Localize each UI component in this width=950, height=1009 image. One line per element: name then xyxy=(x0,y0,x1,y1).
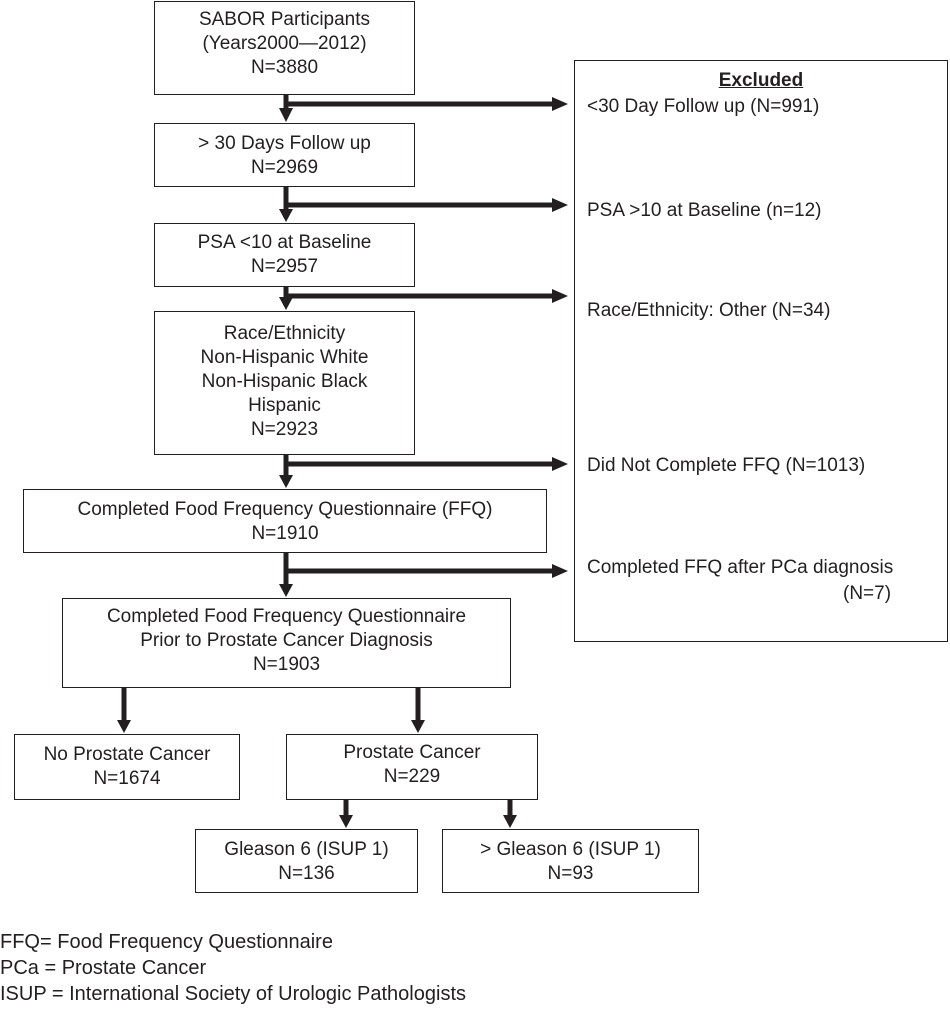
legend-ffq: FFQ= Food Frequency Questionnaire xyxy=(0,931,333,953)
box-psa: PSA <10 at Baseline N=2957 xyxy=(154,223,415,287)
excluded-item-psa: PSA >10 at Baseline (n=12) xyxy=(587,200,822,221)
box-ffq-prior-line-2: Prior to Prostate Cancer Diagnosis xyxy=(140,630,433,651)
arrowhead-right-5 xyxy=(552,564,568,578)
box-race-line-4: Hispanic xyxy=(248,395,321,416)
box-no-cancer-line-1: No Prostate Cancer xyxy=(43,744,211,765)
box-gleason-gt6-line-1: > Gleason 6 (ISUP 1) xyxy=(480,839,661,860)
box-sabor: SABOR Participants (Years2000—2012) N=38… xyxy=(154,1,415,95)
box-gleason-gt6-line-2: N=93 xyxy=(547,863,594,884)
box-race-line-3: Non-Hispanic Black xyxy=(201,371,368,392)
legend-pca: PCa = Prostate Cancer xyxy=(0,957,207,979)
box-race-line-1: Race/Ethnicity xyxy=(223,323,346,344)
arrowhead-down-psa xyxy=(279,209,293,222)
box-ffq-line-1: Completed Food Frequency Questionnaire (… xyxy=(77,499,493,520)
box-race-line-5: N=2923 xyxy=(250,419,319,440)
excluded-item-ffq: Did Not Complete FFQ (N=1013) xyxy=(587,455,866,476)
box-ffq-prior: Completed Food Frequency Questionnaire P… xyxy=(62,598,511,688)
box-cancer-line-2: N=229 xyxy=(383,766,441,787)
arrowhead-down-cancer xyxy=(411,720,425,733)
excluded-panel: Excluded xyxy=(574,60,948,642)
box-cancer: Prostate Cancer N=229 xyxy=(286,734,538,800)
arrowhead-down-gleason-gt6 xyxy=(503,815,517,828)
box-followup: > 30 Days Follow up N=2969 xyxy=(154,123,415,187)
box-psa-line-2: N=2957 xyxy=(250,256,319,277)
arrowhead-right-2 xyxy=(552,198,568,212)
excluded-title: Excluded xyxy=(718,70,804,91)
box-gleason-6: Gleason 6 (ISUP 1) N=136 xyxy=(195,829,418,893)
excluded-item-ffq-after: Completed FFQ after PCa diagnosis xyxy=(587,557,894,578)
box-followup-line-1: > 30 Days Follow up xyxy=(198,133,371,154)
box-ffq-prior-line-1: Completed Food Frequency Questionnaire xyxy=(106,606,467,627)
excluded-item-race: Race/Ethnicity: Other (N=34) xyxy=(587,300,831,321)
box-sabor-line-3: N=3880 xyxy=(250,57,319,78)
box-race-line-2: Non-Hispanic White xyxy=(200,347,369,368)
excluded-item-followup: <30 Day Follow up (N=991) xyxy=(587,96,820,117)
box-psa-line-1: PSA <10 at Baseline xyxy=(197,232,372,253)
legend-isup: ISUP = International Society of Urologic… xyxy=(0,983,466,1005)
arrowhead-down-ffq xyxy=(279,475,293,488)
box-race: Race/Ethnicity Non-Hispanic White Non-Hi… xyxy=(154,311,415,455)
excluded-item-ffq-after-count: (N=7) xyxy=(843,583,892,604)
arrowhead-down-prior xyxy=(279,584,293,597)
box-gleason-gt6: > Gleason 6 (ISUP 1) N=93 xyxy=(442,829,699,893)
box-followup-line-2: N=2969 xyxy=(250,157,319,178)
arrowhead-right-3 xyxy=(552,289,568,303)
box-sabor-line-2: (Years2000—2012) xyxy=(202,33,367,54)
box-ffq-line-2: N=1910 xyxy=(251,523,319,544)
box-no-cancer-line-2: N=1674 xyxy=(93,768,161,789)
box-cancer-line-1: Prostate Cancer xyxy=(343,742,481,763)
arrowhead-right-1 xyxy=(552,97,568,111)
arrowhead-right-4 xyxy=(552,457,568,471)
box-gleason-6-line-1: Gleason 6 (ISUP 1) xyxy=(224,839,389,860)
box-gleason-6-line-2: N=136 xyxy=(278,863,335,884)
arrowhead-down-no-cancer xyxy=(117,720,131,733)
box-ffq-prior-line-3: N=1903 xyxy=(252,654,321,675)
box-sabor-line-1: SABOR Participants xyxy=(198,9,371,30)
arrowhead-down-race xyxy=(279,297,293,310)
arrowhead-down-gleason6 xyxy=(339,815,353,828)
arrowhead-down-followup xyxy=(279,108,293,122)
box-ffq: Completed Food Frequency Questionnaire (… xyxy=(23,489,547,553)
box-no-cancer: No Prostate Cancer N=1674 xyxy=(14,734,240,800)
